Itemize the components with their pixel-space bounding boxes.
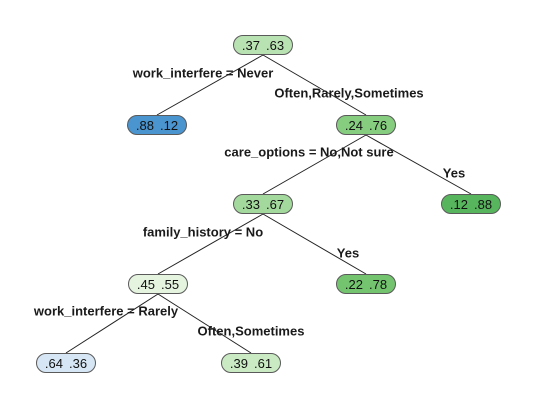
tree-edge-family-work2	[157, 213, 264, 275]
tree-node-leaf-rarely: .64.36	[36, 353, 96, 373]
tree-node-family-history: .33.67	[233, 194, 293, 214]
tree-edge-work2-leaf-rarely	[65, 293, 159, 354]
split-label-family-right: Yes	[336, 245, 360, 261]
tree-edge-care-family	[262, 134, 367, 195]
split-label-care-left: care_options = No,Not sure	[224, 144, 394, 160]
tree-node-root: .37.63	[233, 35, 293, 55]
split-label-care-right: Yes	[442, 165, 466, 181]
tree-node-leaf-often-sometimes: .39.61	[221, 353, 281, 373]
tree-node-leaf-family-yes: .22.78	[336, 274, 396, 294]
tree-edge-family-leaf-family-yes	[262, 213, 367, 275]
tree-edge-work2-leaf-often	[157, 293, 252, 354]
split-label-root-left: work_interfere = Never	[132, 65, 274, 81]
tree-node-care-options: .24.76	[336, 115, 396, 135]
split-label-work2-right: Often,Sometimes	[197, 323, 305, 339]
tree-node-leaf-never: .88.12	[127, 115, 187, 135]
split-label-root-right: Often,Rarely,Sometimes	[274, 85, 424, 101]
split-label-work2-left: work_interfere = Rarely	[33, 303, 179, 319]
tree-edge-root-leaf-never	[156, 54, 264, 116]
tree-node-work-interfere-2: .45.55	[128, 274, 188, 294]
split-label-family-left: family_history = No	[142, 224, 264, 240]
tree-edge-root-care	[262, 54, 367, 116]
tree-edge-care-leaf-care-yes	[365, 134, 472, 195]
tree-node-leaf-care-yes: .12.88	[441, 194, 501, 214]
